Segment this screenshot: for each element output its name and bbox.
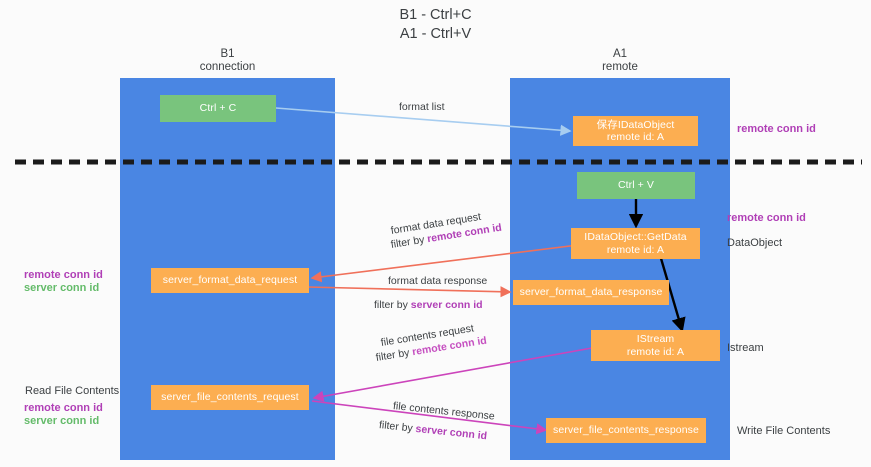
left-label-remote-conn-id-2: remote conn id [24, 402, 103, 414]
node-server-format-data-request-label: server_format_data_request [162, 274, 298, 287]
edge-label-format-data-response: format data response [388, 275, 488, 287]
edge-label-format-list: format list [399, 101, 445, 113]
node-server-format-data-request[interactable]: server_format_data_request [151, 268, 309, 293]
node-save-idataobject-line2: remote id: A [606, 131, 665, 143]
right-label-write-file-contents: Write File Contents [737, 425, 831, 437]
node-server-file-contents-request[interactable]: server_file_contents_request [151, 385, 309, 410]
page-title: B1 - Ctrl+C A1 - Ctrl+V [0, 6, 871, 44]
node-ctrl-c-label: Ctrl + C [199, 102, 237, 115]
title-line-2: A1 - Ctrl+V [399, 26, 472, 42]
left-label-server-conn-id-1: server conn id [24, 282, 100, 294]
right-label-remote-conn-id-top: remote conn id [737, 123, 816, 135]
column-header-a1: A1 remote [510, 48, 730, 74]
edge-label-format-data-response-filter-pre: filter by [374, 299, 411, 311]
column-header-a1-name: A1 [612, 48, 628, 60]
left-label-server-conn-id-2: server conn id [24, 415, 100, 427]
node-save-idataobject-line1: 保存IDataObject [596, 118, 675, 131]
edge-label-file-contents-response-filter-pre: filter by [378, 419, 417, 435]
right-label-remote-conn-id-mid: remote conn id [727, 212, 806, 224]
node-server-format-data-response-label: server_format_data_response [519, 286, 663, 299]
node-server-file-contents-request-label: server_file_contents_request [161, 391, 299, 404]
node-server-file-contents-response[interactable]: server_file_contents_response [546, 418, 706, 443]
node-save-idataobject[interactable]: 保存IDataObject remote id: A [573, 116, 698, 146]
node-server-format-data-response[interactable]: server_format_data_response [513, 280, 669, 305]
title-line-1: B1 - Ctrl+C [399, 7, 472, 23]
node-istream-line1: IStream [636, 333, 675, 345]
node-ctrl-v[interactable]: Ctrl + V [577, 172, 695, 199]
edge-label-file-contents-response-filter: filter by server conn id [378, 419, 487, 443]
column-header-a1-sub: remote [602, 61, 638, 73]
node-idataobject-getdata[interactable]: IDataObject::GetData remote id: A [571, 228, 700, 259]
right-label-dataobject: DataObject [727, 237, 783, 249]
node-ctrl-c[interactable]: Ctrl + C [160, 95, 276, 122]
node-idataobject-getdata-line1: IDataObject::GetData [584, 231, 687, 243]
node-idataobject-getdata-line2: remote id: A [606, 243, 665, 256]
edge-label-file-contents-response: file contents response [392, 400, 496, 423]
left-label-read-file-contents: Read File Contents [25, 385, 120, 397]
node-istream[interactable]: IStream remote id: A [591, 330, 720, 361]
left-label-remote-conn-id-1: remote conn id [24, 269, 103, 281]
node-istream-line2: remote id: A [626, 345, 685, 358]
edge-label-file-contents-request-filter-pre: filter by [374, 346, 414, 364]
node-server-file-contents-response-label: server_file_contents_response [553, 424, 699, 437]
column-header-b1-name: B1 [220, 48, 235, 60]
edge-label-format-data-response-filter: filter by server conn id [374, 299, 483, 312]
node-ctrl-v-label: Ctrl + V [617, 179, 655, 192]
right-label-istream: Istream [727, 342, 764, 354]
edge-label-file-contents-response-filter-key: server conn id [414, 422, 488, 443]
column-header-b1: B1 connection [120, 48, 335, 74]
edge-label-format-data-response-filter-key: server conn id [410, 299, 483, 311]
column-header-b1-sub: connection [199, 61, 256, 73]
